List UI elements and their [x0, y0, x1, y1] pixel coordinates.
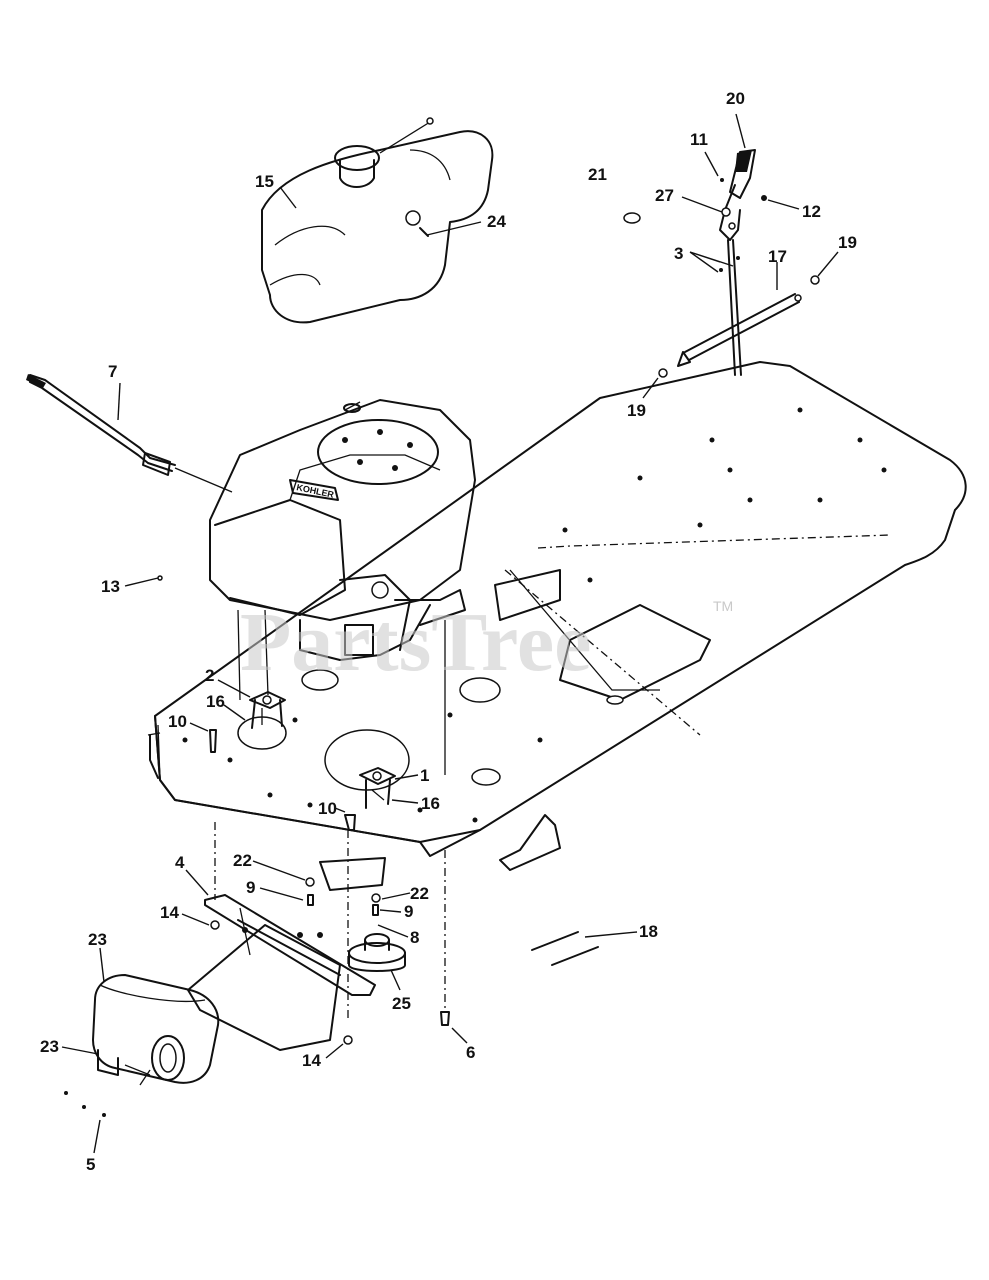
callout-6: 6 [466, 1043, 475, 1062]
callout-3: 3 [674, 244, 683, 263]
callout-7: 7 [108, 362, 117, 381]
callout-5: 5 [86, 1155, 95, 1174]
muffler [92, 974, 220, 1086]
control-lever [623, 149, 767, 376]
callout-9-right: 9 [404, 902, 413, 921]
frame-holes [182, 407, 887, 823]
callout-14-upper: 14 [160, 903, 179, 922]
callout-8: 8 [410, 928, 419, 947]
callout-20: 20 [726, 89, 745, 108]
callout-23-upper: 23 [88, 930, 107, 949]
callout-9-left: 9 [246, 878, 255, 897]
leader-lines [61, 113, 839, 1154]
clips [531, 931, 599, 966]
engine-brand-plate: KOHLER [289, 479, 339, 501]
callout-27: 27 [655, 186, 674, 205]
callout-16-center: 16 [421, 794, 440, 813]
watermark-trademark: TM [713, 598, 733, 614]
engine-legs [214, 609, 446, 1020]
mount-bracket [187, 894, 376, 1051]
link-rod [658, 275, 820, 378]
callout-17: 17 [768, 247, 787, 266]
upper-bearing-left [249, 691, 286, 729]
callout-25: 25 [392, 994, 411, 1013]
callout-14-lower: 14 [302, 1051, 321, 1070]
fuel-fitting [405, 210, 429, 237]
frame-plate [147, 361, 967, 871]
callout-18: 18 [639, 922, 658, 941]
callout-2: 2 [205, 666, 214, 685]
callout-labels: 20 11 21 27 12 3 17 19 19 15 24 7 13 2 1… [40, 89, 857, 1174]
pulley [348, 933, 406, 972]
callout-22-left: 22 [233, 851, 252, 870]
callout-15: 15 [255, 172, 274, 191]
callout-16-left: 16 [206, 692, 225, 711]
fuel-tank [261, 117, 494, 324]
callout-24: 24 [487, 212, 506, 231]
callout-12: 12 [802, 202, 821, 221]
callout-10-center: 10 [318, 799, 337, 818]
cover-plate [319, 857, 386, 891]
callout-11: 11 [690, 130, 708, 149]
callout-19-upper: 19 [838, 233, 857, 252]
callout-19-lower: 19 [627, 401, 646, 420]
callout-1: 1 [420, 766, 429, 785]
callout-23-lower: 23 [40, 1037, 59, 1056]
watermark: PartsTree TM [240, 596, 733, 689]
callout-13: 13 [101, 577, 120, 596]
shaft [26, 374, 233, 493]
callout-21: 21 [588, 165, 607, 184]
callout-4: 4 [175, 853, 185, 872]
fasteners [64, 575, 450, 1117]
callout-22-right: 22 [410, 884, 429, 903]
upper-bearing-right [359, 767, 396, 809]
watermark-text: PartsTree [240, 596, 591, 689]
callout-10-left: 10 [168, 712, 187, 731]
engine [209, 399, 476, 661]
bolts-10 [209, 729, 356, 831]
